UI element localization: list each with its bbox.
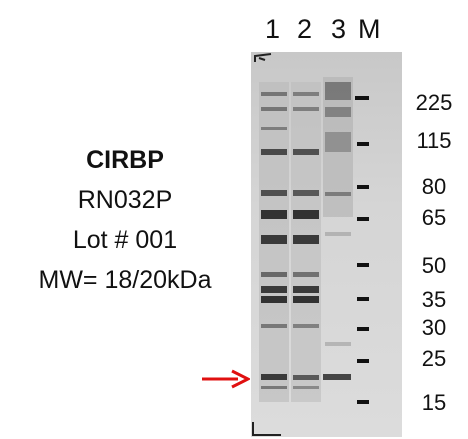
marker-label: 50 — [421, 253, 447, 278]
marker-label: 115 — [416, 128, 452, 153]
marker-label: 80 — [421, 174, 447, 199]
red-arrow-icon — [202, 369, 250, 389]
protein-name: CIRBP — [86, 146, 164, 174]
western-blot-membrane — [251, 52, 402, 437]
lane-labels: 1 2 3 M — [252, 14, 402, 50]
lane-label-1: 1 — [265, 14, 281, 44]
marker-label: 225 — [415, 90, 453, 115]
marker-label: 15 — [421, 390, 447, 415]
blot-bands — [252, 53, 369, 436]
lot-number: Lot # 001 — [72, 226, 178, 254]
blot-info: CIRBP RN032P Lot # 001 MW= 18/20kDa — [0, 140, 250, 300]
marker-label: 35 — [421, 287, 447, 312]
lane-label-3: 3 — [331, 14, 347, 44]
catalog-number: RN032P — [77, 186, 173, 214]
lane-label-2: 2 — [297, 14, 313, 44]
lane-label-marker: M — [358, 14, 381, 44]
molecular-weight: MW= 18/20kDa — [38, 266, 212, 294]
marker-label: 65 — [421, 205, 447, 230]
marker-label: 25 — [421, 346, 447, 371]
molecular-weight-markers: 225 115 80 65 50 35 30 25 15 — [400, 0, 468, 439]
marker-label: 30 — [421, 315, 447, 340]
